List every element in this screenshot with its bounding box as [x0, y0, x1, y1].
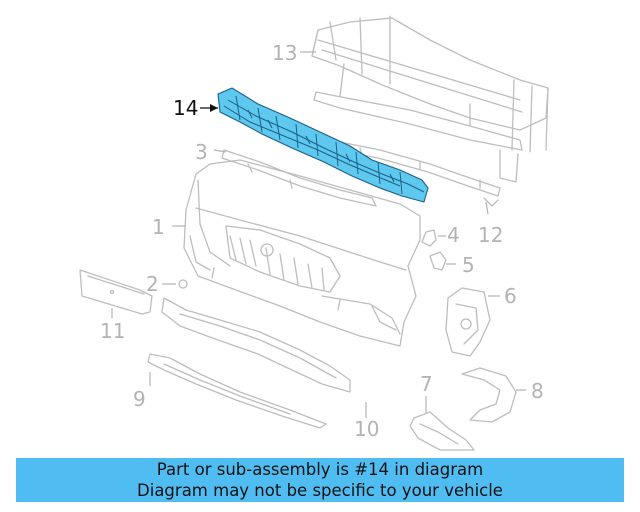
- callout-10: 10: [354, 417, 379, 441]
- callout-6: 6: [504, 284, 517, 308]
- banner-line-1: Part or sub-assembly is #14 in diagram: [156, 460, 484, 479]
- reinforcement-beam-part: [311, 15, 549, 183]
- fastener-part: [178, 279, 188, 289]
- callout-8: 8: [531, 379, 544, 403]
- lower-lip-part: [161, 297, 351, 393]
- callout-5: 5: [462, 253, 475, 277]
- callout-9: 9: [133, 387, 146, 411]
- callout-7: 7: [420, 372, 433, 396]
- arrowhead-14: [210, 104, 218, 112]
- side-bracket-part: [445, 287, 491, 357]
- bezel-trim-part: [461, 367, 517, 423]
- license-bracket-part: [79, 269, 153, 315]
- undercover-part: [147, 353, 327, 429]
- callout-4: 4: [447, 223, 460, 247]
- callout-1: 1: [152, 215, 165, 239]
- callout-11: 11: [100, 319, 125, 343]
- callout-14: 14: [173, 96, 198, 120]
- parts-diagram: 1 2 3 4 5 6 7 8 9 10 11 12 13 14: [79, 15, 549, 451]
- bumper-cover-part: [183, 159, 421, 347]
- callout-2: 2: [146, 272, 159, 296]
- banner-line-2: Diagram may not be specific to your vehi…: [137, 481, 503, 500]
- bracket-part: [421, 229, 437, 247]
- info-banner: Part or sub-assembly is #14 in diagram D…: [16, 458, 624, 502]
- absorber-part-highlighted: [217, 87, 429, 203]
- callout-3: 3: [195, 140, 208, 164]
- clip-part: [429, 251, 447, 271]
- callout-12: 12: [478, 223, 503, 247]
- callout-13: 13: [272, 41, 297, 65]
- leader-lines: [111, 51, 526, 418]
- fog-bezel-part: [409, 411, 475, 451]
